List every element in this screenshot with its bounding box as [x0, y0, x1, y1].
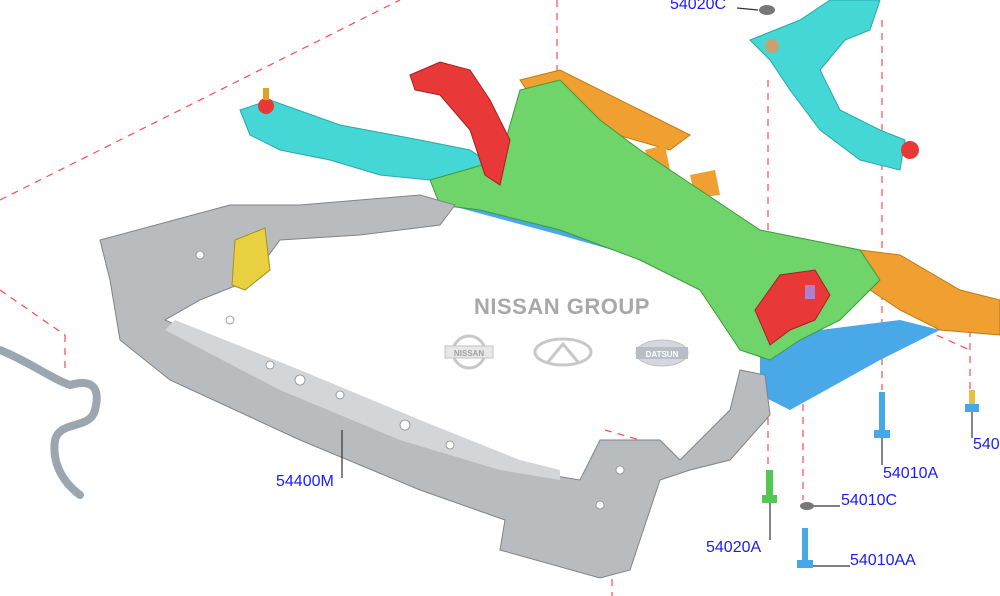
- callout-54010C[interactable]: 54010C: [841, 492, 898, 509]
- callout-54010A[interactable]: 54010A: [883, 465, 939, 482]
- callout-54400M[interactable]: 54400M: [276, 473, 334, 490]
- ball-joint-right: [901, 141, 919, 159]
- frame-inner-rail: [165, 320, 560, 480]
- callout-leaders: [341, 7, 973, 567]
- ball-joint-stud-left: [263, 88, 269, 100]
- datsun-logo: DATSUN: [635, 339, 689, 367]
- yellow-bracket: [231, 227, 271, 291]
- bracket-small: [645, 145, 720, 198]
- bushing-right: [765, 39, 779, 53]
- lower-arm-right: [749, 0, 906, 171]
- ball-joint-left: [258, 98, 274, 114]
- callout-540-partial[interactable]: 540: [973, 436, 1000, 453]
- bracket-right: [859, 249, 1000, 336]
- callout-54010AA[interactable]: 54010AA: [850, 552, 916, 569]
- washer-54010C: [800, 502, 814, 510]
- svg-text:DATSUN: DATSUN: [646, 350, 679, 359]
- bolt-54010A: [874, 392, 890, 438]
- svg-text:NISSAN: NISSAN: [454, 349, 484, 358]
- washer-54020C: [759, 5, 775, 15]
- callout-54020A[interactable]: 54020A: [706, 539, 762, 556]
- mount-bracket-left: [409, 61, 511, 186]
- bolt-54020A: [762, 470, 777, 503]
- frame-holes: [195, 250, 625, 510]
- bolt-54010AA: [797, 528, 813, 568]
- bolt-540-partial: [965, 390, 979, 412]
- stabilizer-bar: [0, 346, 101, 499]
- front-subframe-54400M: [99, 194, 771, 579]
- nissan-logo: NISSAN: [444, 334, 494, 370]
- mount-bushing: [805, 285, 815, 299]
- crossmember-underside: [430, 200, 940, 410]
- crossmember: [429, 79, 881, 361]
- infiniti-logo: [533, 337, 593, 367]
- callout-54020C[interactable]: 54020C: [670, 0, 727, 13]
- watermark-title: NISSAN GROUP: [474, 294, 650, 319]
